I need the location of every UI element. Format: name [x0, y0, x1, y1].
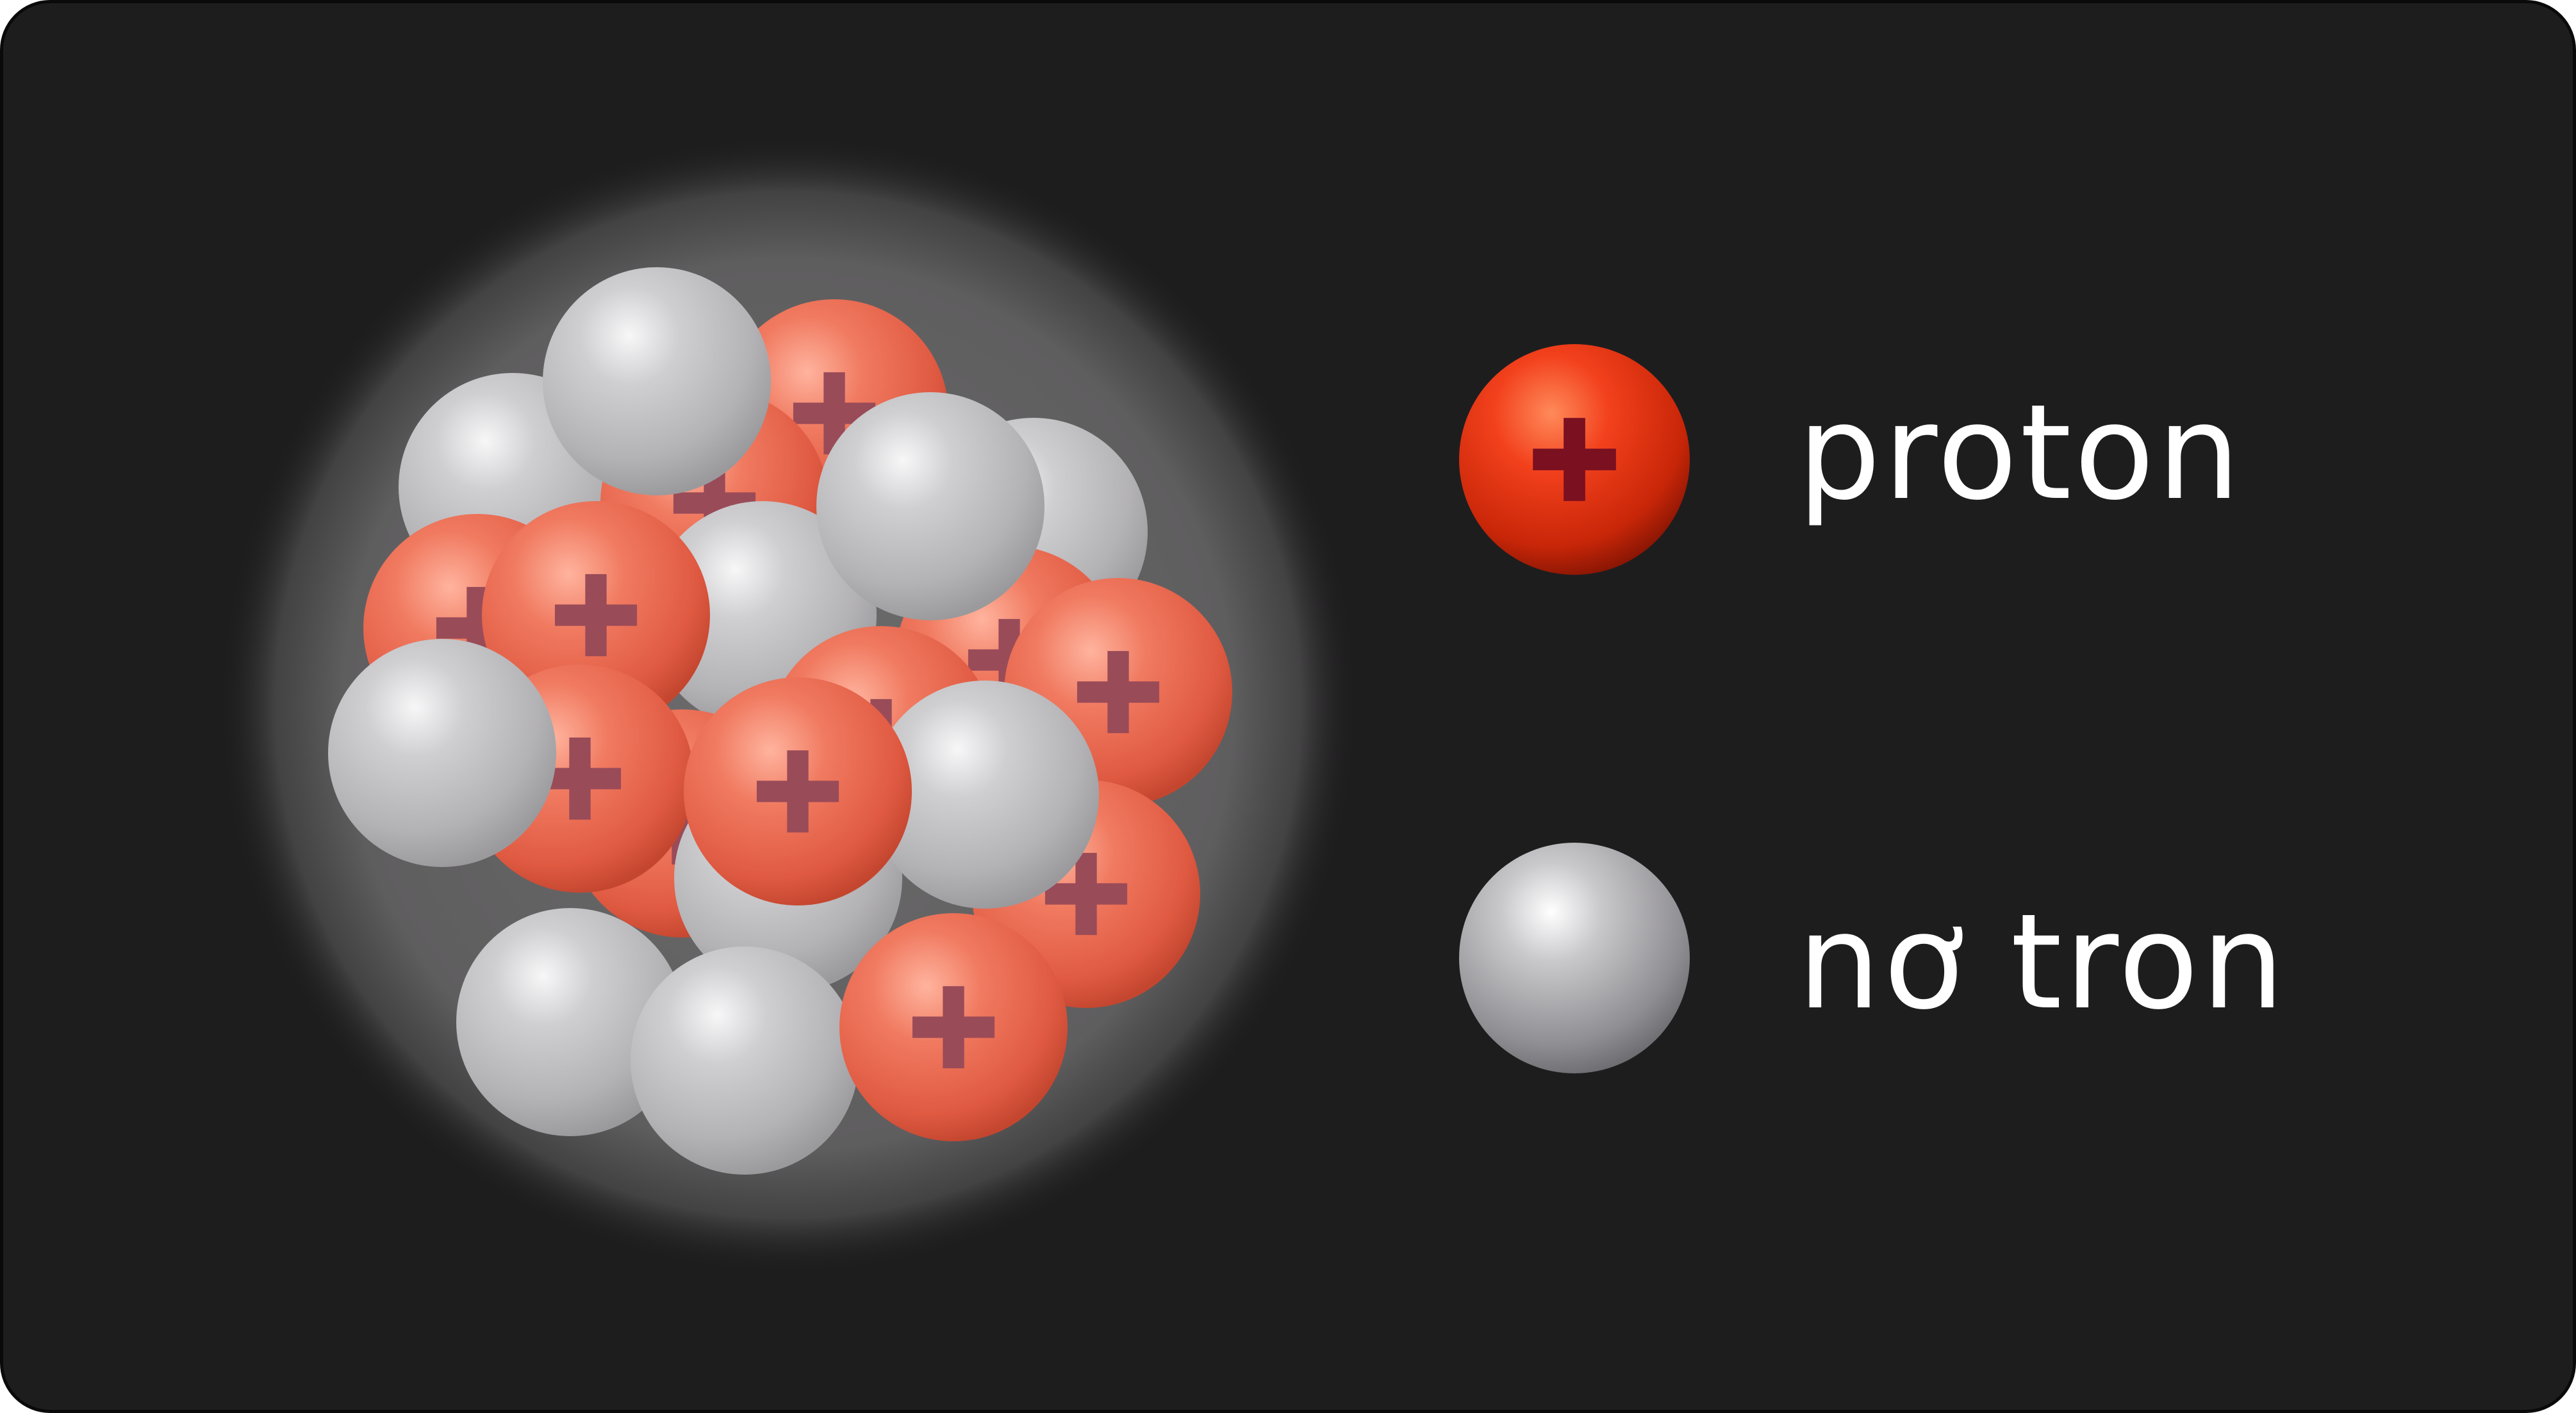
legend-proton-ball [1459, 344, 1690, 575]
proton-particle-19 [684, 677, 912, 905]
neutron-particle-17 [816, 392, 1044, 620]
legend-neutron-ball [1459, 843, 1690, 1073]
neutron-particle-15 [871, 681, 1099, 909]
legend-neutron-label: nơ tron [1797, 886, 2288, 1039]
neutron-particle-18 [328, 639, 556, 867]
nucleus-diagram [218, 135, 1690, 1275]
neutron-particle-16 [543, 267, 771, 495]
proton-particle-22 [839, 913, 1068, 1141]
legend-proton-label: proton [1797, 377, 2243, 529]
neutron-particle-21 [631, 946, 859, 1175]
neutron-particle-20 [456, 908, 684, 1136]
